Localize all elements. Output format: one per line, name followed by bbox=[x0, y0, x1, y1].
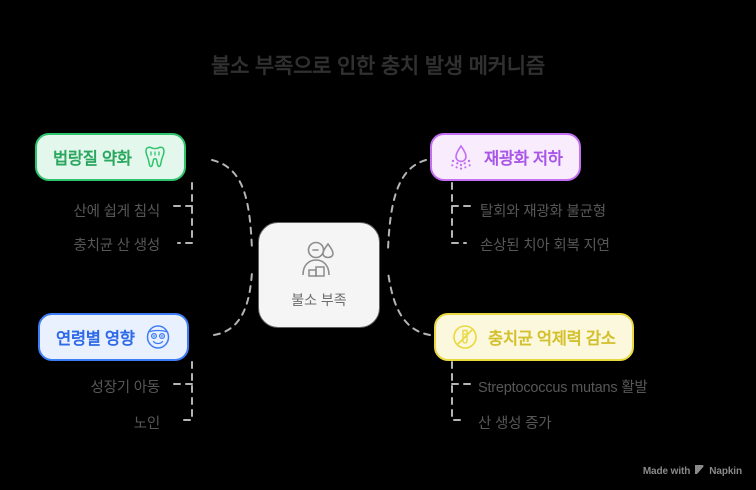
node-bacteria-suppression-label: 충치균 억제력 감소 bbox=[488, 330, 616, 348]
connector-bacteria-center bbox=[387, 271, 431, 336]
node-enamel-label: 법랑질 약화 bbox=[53, 150, 132, 168]
face-icon bbox=[145, 324, 171, 350]
person-toothache-icon bbox=[297, 241, 341, 284]
sub-label-enamel-1: 충치균 산 생성 bbox=[73, 238, 161, 254]
watermark: Made with Napkin bbox=[643, 464, 742, 478]
node-age-impact-label: 연령별 영향 bbox=[56, 330, 135, 348]
connector-remin-center bbox=[387, 159, 427, 251]
bracket-age bbox=[177, 361, 193, 421]
page-title: 불소 부족으로 인한 충치 발생 메커니즘 bbox=[210, 55, 546, 78]
node-bacteria-suppression[interactable]: 충치균 억제력 감소 bbox=[434, 313, 634, 361]
center-node[interactable]: 불소 부족 bbox=[258, 222, 380, 328]
node-remineralization-label: 재광화 저하 bbox=[484, 150, 563, 168]
watermark-brand: Napkin bbox=[709, 465, 742, 477]
sub-label-remineralization-1: 손상된 치아 회복 지연 bbox=[480, 238, 610, 254]
no-test-tube-icon bbox=[452, 324, 478, 350]
sub-label-bacteria-0: Streptococcus mutans 활발 bbox=[478, 380, 648, 396]
bracket-bacteria bbox=[451, 361, 465, 421]
sub-label-remineralization-0: 탈회와 재광화 불균형 bbox=[480, 204, 606, 220]
bracket-remin bbox=[451, 182, 467, 244]
connector-enamel-center bbox=[211, 159, 253, 251]
sub-label-age-0: 성장기 아동 bbox=[90, 380, 160, 396]
bracket-enamel bbox=[177, 182, 193, 244]
tooth-icon bbox=[142, 145, 168, 169]
connector-age-center bbox=[213, 271, 253, 336]
sub-label-age-1: 노인 bbox=[133, 416, 160, 432]
watermark-prefix: Made with bbox=[642, 465, 691, 477]
node-enamel[interactable]: 법랑질 약화 bbox=[35, 133, 186, 181]
center-node-label: 불소 부족 bbox=[291, 291, 347, 308]
sub-label-enamel-0: 산에 쉽게 침식 bbox=[73, 204, 161, 220]
napkin-logo-icon bbox=[694, 464, 705, 478]
node-age-impact[interactable]: 연령별 영향 bbox=[38, 313, 189, 361]
sub-label-bacteria-1: 산 생성 증가 bbox=[478, 416, 552, 432]
node-remineralization[interactable]: 재광화 저하 bbox=[430, 133, 581, 181]
droplet-spray-icon bbox=[448, 144, 474, 170]
